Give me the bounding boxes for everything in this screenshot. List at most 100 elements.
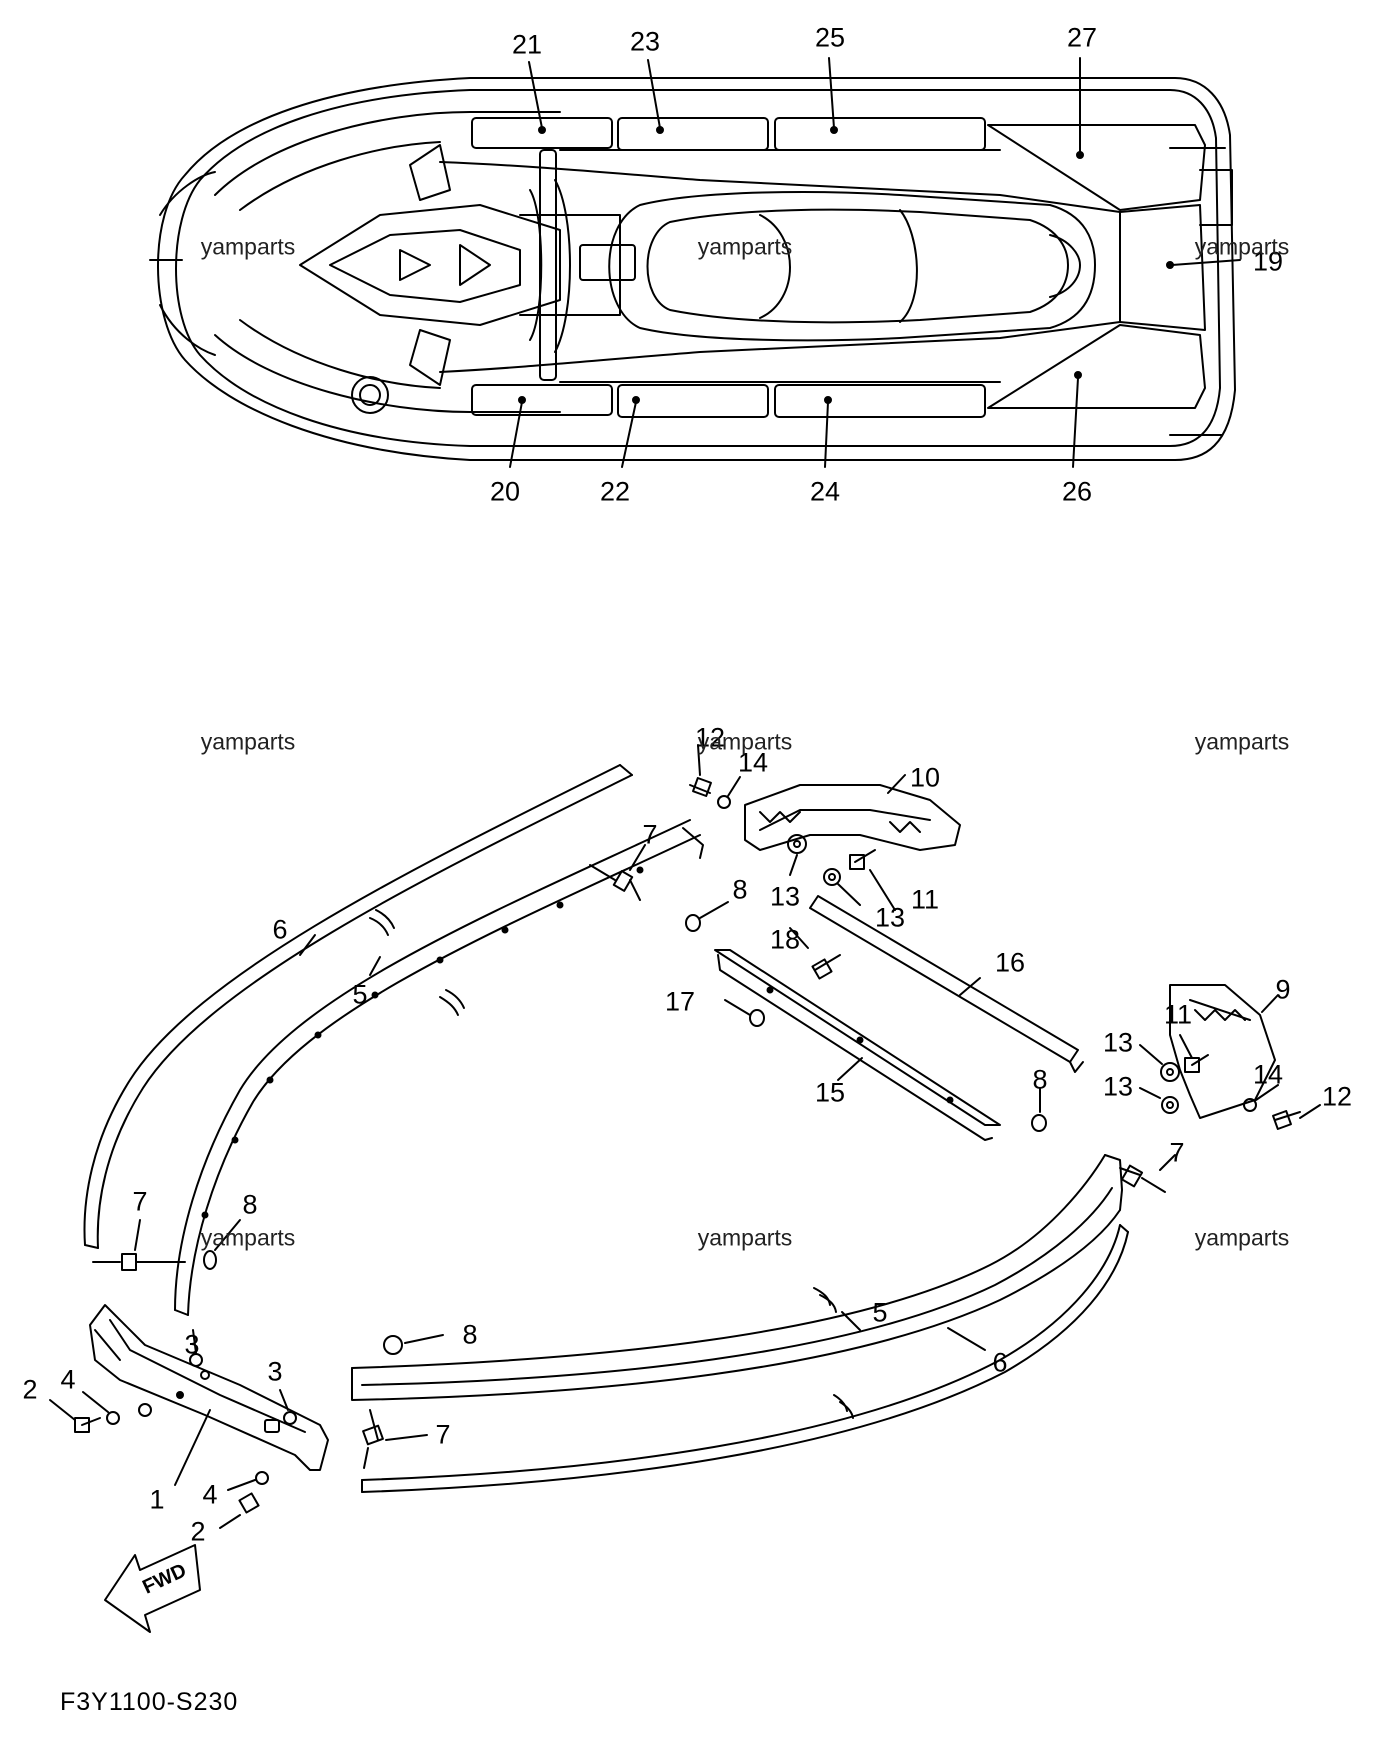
watermark: yamparts (697, 233, 793, 260)
callout-7a: 7 (642, 819, 658, 850)
bolt-12-right (1272, 1104, 1321, 1130)
callout-8d: 8 (462, 1319, 478, 1350)
callout-13c: 13 (1102, 1027, 1134, 1058)
nut-13-a (787, 834, 807, 876)
callout-20: 20 (489, 476, 521, 507)
callout-14b: 14 (1252, 1059, 1284, 1090)
bolt-12-upper (689, 744, 712, 797)
mat-25 (774, 117, 986, 151)
washer-14-upper (717, 776, 741, 809)
mat-26 (987, 324, 1206, 409)
callout-17: 17 (664, 986, 696, 1017)
callout-24: 24 (809, 476, 841, 507)
callout-13d: 13 (1102, 1071, 1134, 1102)
rivet-18 (789, 927, 841, 980)
mat-24 (774, 384, 986, 418)
callout-10: 10 (909, 762, 941, 793)
bumper-10 (744, 774, 961, 851)
mat-22 (617, 384, 769, 418)
mat-23 (617, 117, 769, 151)
callout-12b: 12 (1321, 1081, 1353, 1112)
bolt-2-lower (219, 1492, 260, 1529)
nut-13-b (823, 868, 861, 906)
fuel-cap (351, 376, 389, 414)
callout-22: 22 (599, 476, 631, 507)
callout-8b: 8 (1032, 1064, 1048, 1095)
nut-13-c (1139, 1044, 1180, 1082)
callout-5b: 5 (872, 1297, 888, 1328)
callout-23: 23 (629, 26, 661, 57)
callout-27: 27 (1066, 22, 1098, 53)
rivet-7-right (1119, 1154, 1176, 1193)
callout-3a: 3 (184, 1329, 200, 1360)
watermark: yamparts (697, 1224, 793, 1251)
fwd-arrow (104, 1544, 201, 1633)
callout-6a: 6 (272, 914, 288, 945)
washer-17 (724, 999, 765, 1027)
callout-26: 26 (1061, 476, 1093, 507)
callout-2a: 2 (22, 1374, 38, 1405)
molding-15 (714, 949, 1001, 1141)
callout-2b: 2 (190, 1516, 206, 1547)
mat-21 (471, 117, 613, 149)
callout-11a: 11 (910, 884, 940, 915)
callout-4b: 4 (202, 1479, 218, 1510)
rail-6-right (361, 1224, 1129, 1493)
callout-14a: 14 (737, 747, 769, 778)
rail-6-left (83, 764, 633, 1249)
callout-12a: 12 (694, 722, 726, 753)
callout-7b: 7 (1169, 1137, 1185, 1168)
nut-13-d (1139, 1087, 1179, 1114)
hull-top-view (149, 57, 1241, 468)
watermark: yamparts (200, 728, 296, 755)
rivet-7-lower (362, 1409, 428, 1469)
nut-3-a (189, 1329, 203, 1367)
nut-3-b (279, 1389, 297, 1425)
callout-7d: 7 (435, 1419, 451, 1450)
watermark: yamparts (200, 1224, 296, 1251)
washer-8-left (203, 1219, 241, 1270)
callout-4a: 4 (60, 1364, 76, 1395)
washer-4-lower (227, 1471, 269, 1491)
molding-5-right (351, 1154, 1123, 1401)
bolt-11-upper (849, 849, 896, 911)
rail-16 (809, 895, 1084, 1073)
mat-27 (987, 124, 1206, 211)
figure-code: F3Y1100-S230 (60, 1688, 239, 1716)
callout-11b: 11 (1163, 999, 1193, 1030)
washer-8-right (1031, 1087, 1047, 1132)
rivet-7-left (92, 1219, 186, 1271)
callout-9: 9 (1275, 974, 1291, 1005)
callout-25: 25 (814, 22, 846, 53)
top-leaders (509, 57, 1241, 468)
mat-19 (1119, 204, 1206, 331)
callout-13b: 13 (874, 902, 906, 933)
washer-4-left (82, 1391, 120, 1425)
washer-8-lower (383, 1334, 444, 1355)
molding-5-left (174, 819, 704, 1316)
bolt-2-left (49, 1399, 101, 1433)
washer-14-right (1243, 1084, 1279, 1112)
watermark: yamparts (1194, 233, 1290, 260)
washer-8-upper (685, 914, 701, 932)
watermark: yamparts (697, 728, 793, 755)
callout-21: 21 (511, 29, 543, 60)
callout-8a: 8 (732, 874, 748, 905)
callout-15: 15 (814, 1077, 846, 1108)
mat-20 (471, 384, 613, 416)
callout-3b: 3 (267, 1356, 283, 1387)
bolt-11-right (1179, 1034, 1209, 1073)
watermark: yamparts (1194, 728, 1290, 755)
callout-8c: 8 (242, 1189, 258, 1220)
callout-13a: 13 (769, 881, 801, 912)
callout-5a: 5 (352, 979, 368, 1010)
washer-4-mid (138, 1403, 152, 1417)
watermark: yamparts (1194, 1224, 1290, 1251)
watermark: yamparts (200, 233, 296, 260)
callout-18: 18 (769, 924, 801, 955)
callout-19: 19 (1252, 246, 1284, 277)
callout-7c: 7 (132, 1186, 148, 1217)
callout-16: 16 (994, 947, 1026, 978)
bumper-9 (1169, 984, 1279, 1119)
